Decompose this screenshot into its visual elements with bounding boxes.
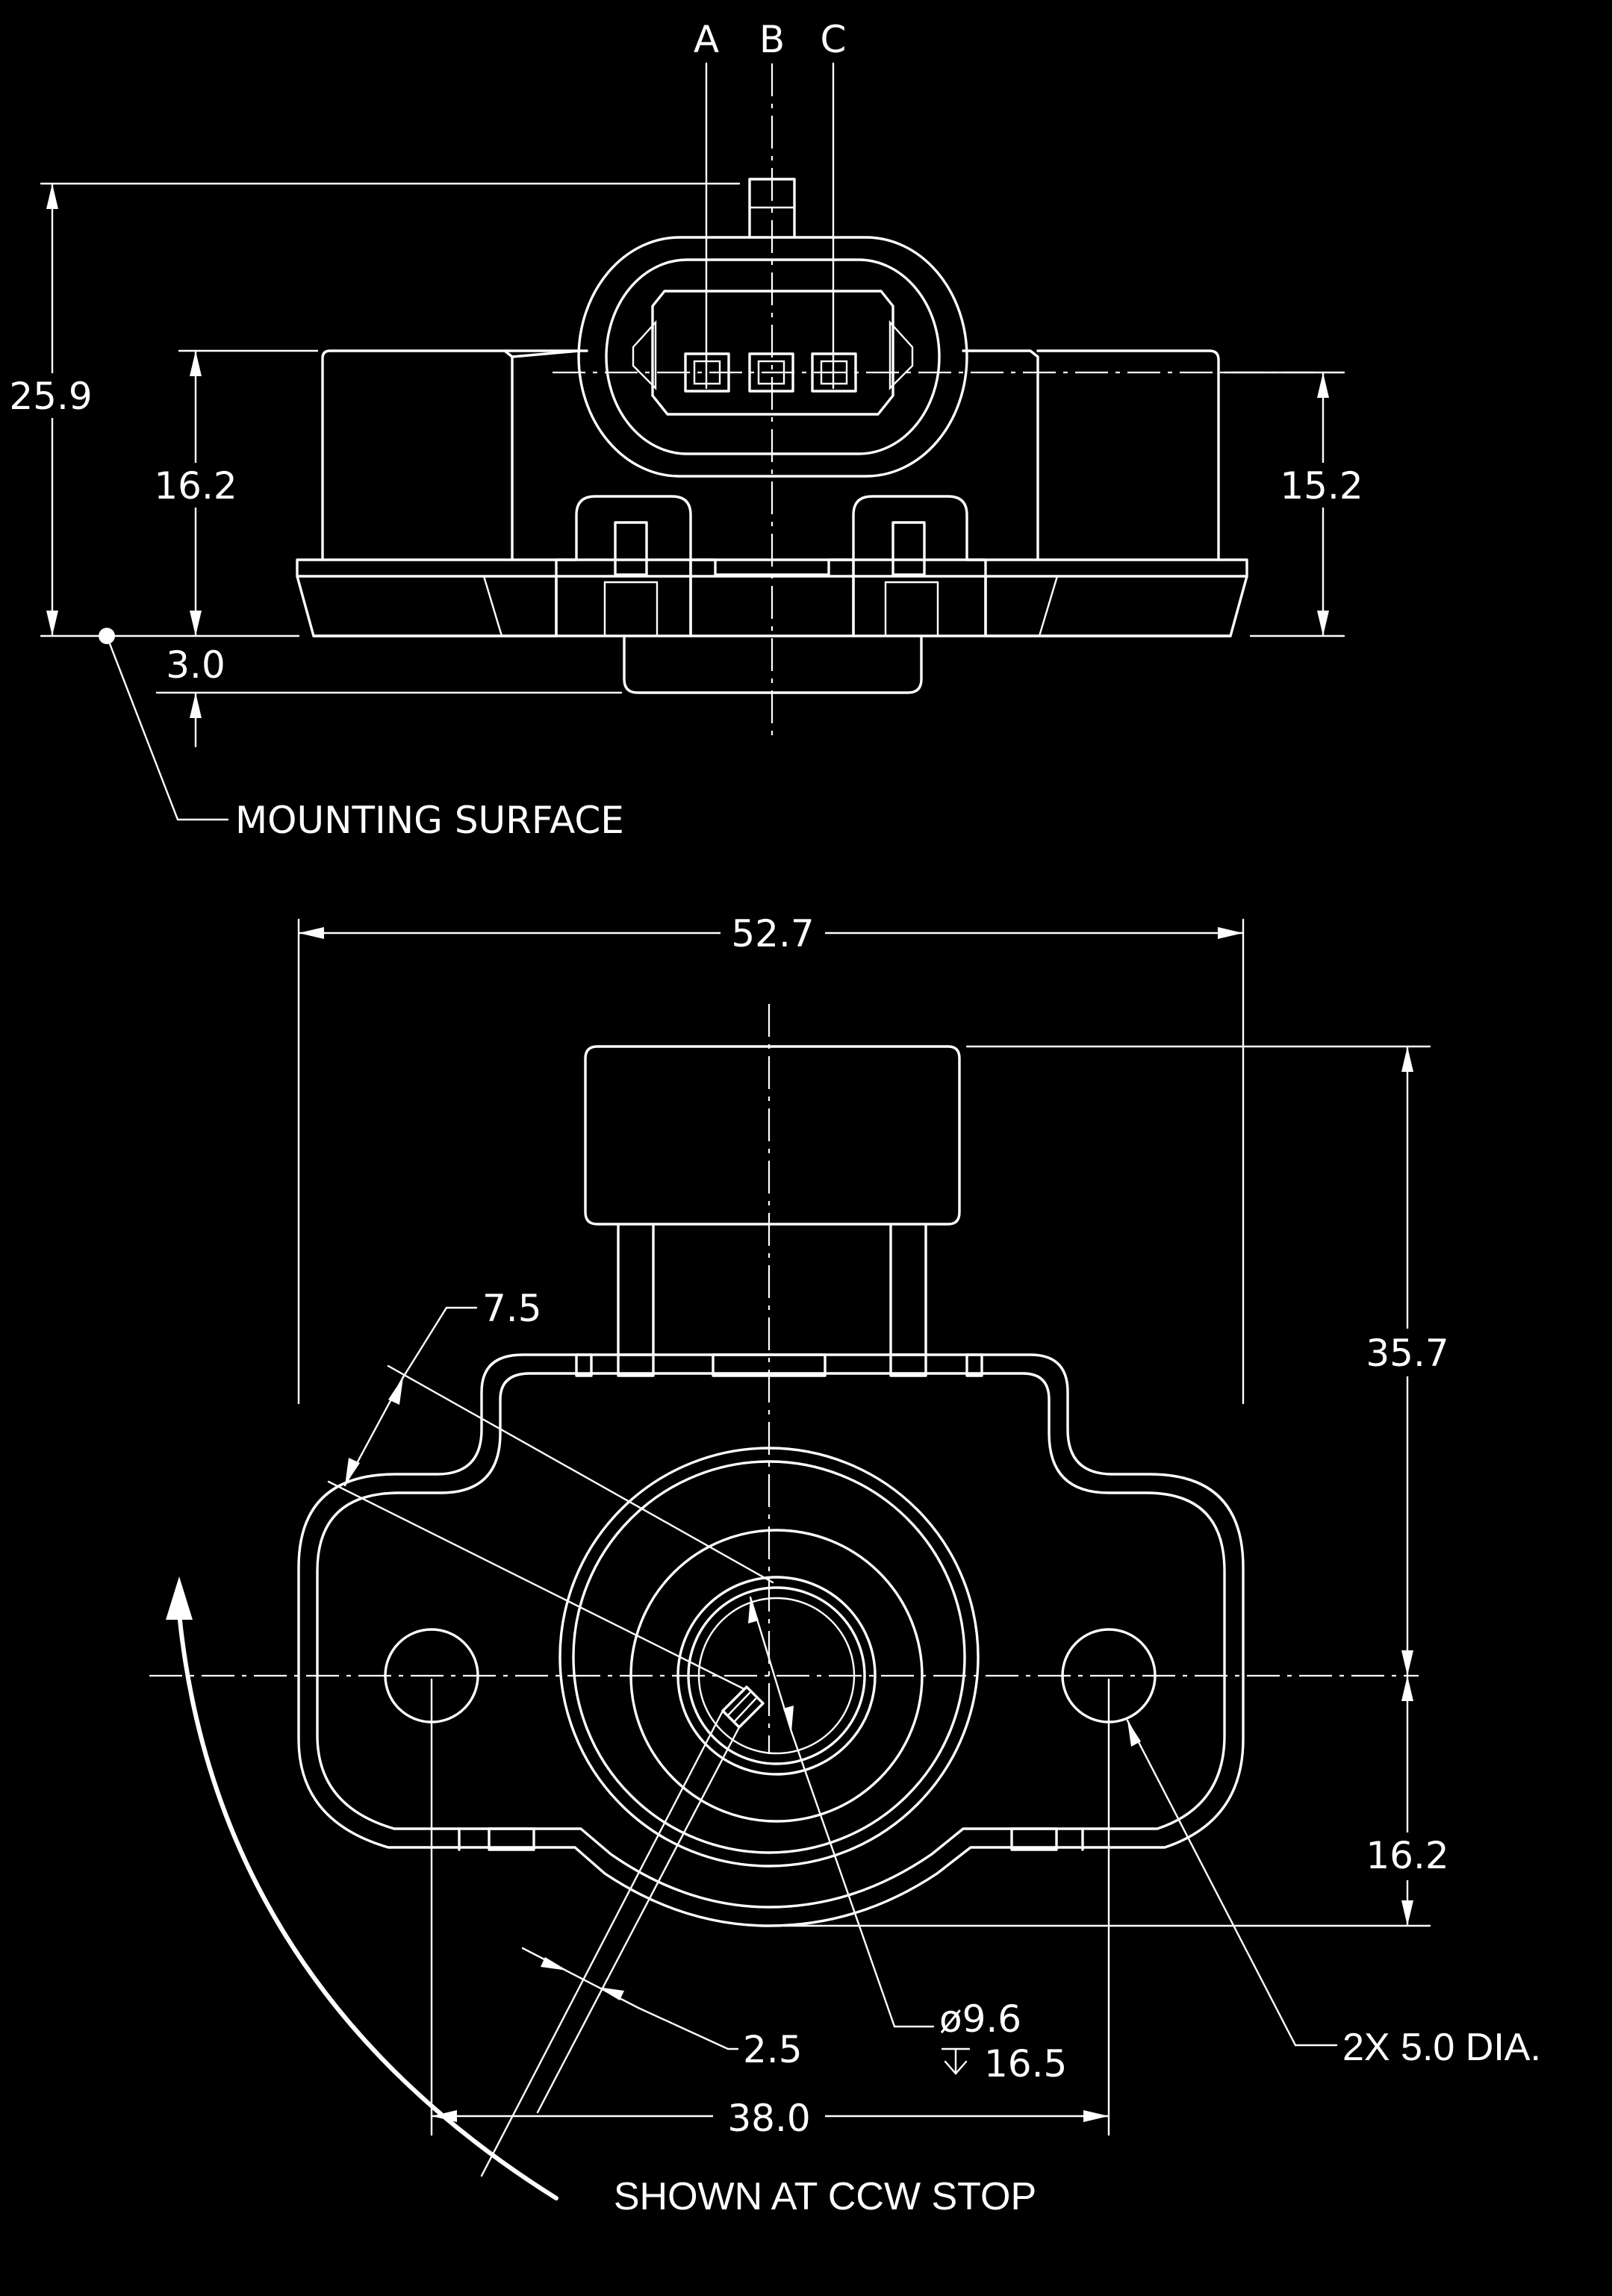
arrow	[46, 611, 58, 636]
dim-height: 35.7	[1366, 1332, 1448, 1375]
rotor-bore-outer	[676, 1576, 877, 1776]
label-mask	[149, 463, 246, 508]
stop-leader-b	[536, 1726, 741, 2114]
stop-leader-a	[480, 1709, 724, 2177]
cw-rotation-arc	[177, 1612, 558, 2200]
top-tab-4	[889, 1353, 927, 1377]
arrow	[190, 693, 202, 718]
dim-overall-height: 25.9	[9, 375, 92, 418]
dim-body-height-left: 16.2	[154, 464, 237, 508]
pin-label-a: A	[694, 18, 719, 61]
label-mask	[1277, 463, 1374, 508]
label-mask	[713, 2090, 825, 2138]
clip-post-right	[852, 495, 987, 637]
pilot	[623, 634, 923, 694]
connector-cavity-inner	[632, 319, 914, 390]
clip-window-right	[891, 521, 926, 576]
arrow	[597, 1987, 624, 2000]
slot-dim-line	[521, 1947, 640, 2009]
top-view: A B C	[7, 18, 1374, 842]
label-mask	[1355, 1329, 1460, 1376]
rotor-key	[721, 1685, 765, 1729]
center-boss	[689, 558, 855, 637]
clip-post-right-inner	[884, 581, 939, 637]
clip-post-left	[555, 495, 692, 637]
arrow	[1401, 1900, 1413, 1926]
rotor-boss-mid	[572, 1460, 966, 1854]
top-tab-5	[965, 1353, 983, 1377]
bottom-tab-right	[1010, 1827, 1058, 1851]
label-mask	[1355, 1832, 1460, 1880]
arrow	[388, 1377, 403, 1405]
mounting-surface-leader	[105, 634, 229, 821]
rotor-bore-inner	[697, 1597, 856, 1755]
angle-leader	[402, 1306, 478, 1379]
rotor-key-hatch	[726, 1691, 751, 1717]
holes-note-leader	[1126, 1719, 1338, 2047]
angle-ext-1	[387, 1364, 774, 1584]
dim-slot: 2.5	[743, 2028, 803, 2071]
arrow	[299, 927, 324, 939]
rotor-ring	[629, 1529, 924, 1823]
housing-outline	[297, 1353, 1245, 1927]
pin-label-b: B	[759, 18, 785, 61]
holes-note: 2X 5.0 DIA.	[1342, 2026, 1541, 2069]
flange-right	[984, 575, 1248, 637]
bottom-view: 52.7	[149, 909, 1541, 2218]
dim-bore-dia: ø9.6	[939, 1997, 1021, 2041]
arrow	[1083, 2110, 1109, 2122]
arrow	[190, 611, 202, 636]
clip-post-left-inner	[603, 581, 659, 637]
arrow	[190, 351, 202, 376]
dim-lower: 16.2	[1366, 1834, 1448, 1877]
bore-dia-leader	[790, 1730, 935, 2028]
arrow	[1218, 927, 1243, 939]
flange-left-seam	[482, 575, 503, 637]
angle-ext-2	[327, 1480, 744, 1690]
connector-shroud-inner	[605, 258, 941, 455]
arrow	[1401, 1676, 1413, 1701]
dim-pilot: 3.0	[166, 643, 225, 687]
bottom-tab-left	[488, 1827, 535, 1851]
clip-window-left	[614, 521, 648, 576]
arrow	[1401, 1650, 1413, 1676]
arrow	[748, 1597, 759, 1623]
dim-width: 52.7	[731, 912, 814, 955]
dim-hole-spacing: 38.0	[727, 2097, 810, 2140]
dim-tab-angle: 7.5	[482, 1287, 542, 1330]
mounting-surface-label: MOUNTING SURFACE	[235, 799, 624, 842]
cw-arrowhead-icon	[166, 1576, 193, 1620]
label-mask	[7, 373, 97, 418]
arrow	[46, 184, 58, 209]
depth-icon	[941, 2047, 971, 2075]
arrow	[541, 1957, 567, 1971]
slot-leader	[637, 2006, 739, 2050]
rotor-boss-outer	[558, 1447, 980, 1868]
top-tab-2	[617, 1353, 655, 1377]
housing-body	[321, 349, 1220, 561]
flange-left	[296, 575, 558, 637]
connector-cavity	[651, 290, 894, 416]
arrow	[1317, 372, 1329, 398]
arrow	[1317, 611, 1329, 636]
pin-label-c: C	[821, 18, 847, 61]
top-tab-3	[712, 1353, 827, 1377]
dim-bore-depth: 16.5	[984, 2042, 1067, 2086]
rotor-bore-mid	[687, 1586, 866, 1765]
rotor-key-hatch	[733, 1697, 757, 1723]
top-tab-1	[575, 1353, 593, 1377]
arrow	[1401, 1046, 1413, 1072]
arrow	[1127, 1721, 1141, 1747]
connector-shroud-outer	[577, 236, 968, 478]
label-mask	[721, 909, 825, 957]
rotation-label: CW	[152, 1523, 214, 1565]
connector-block	[584, 1045, 961, 1226]
housing-outline-inner	[316, 1372, 1226, 1909]
arrow	[345, 1458, 360, 1485]
arrow	[783, 1706, 794, 1732]
flange-right-seam	[1038, 575, 1059, 637]
stop-note: SHOWN AT CCW STOP	[614, 2175, 1036, 2218]
dim-body-height-right: 15.2	[1280, 464, 1363, 508]
